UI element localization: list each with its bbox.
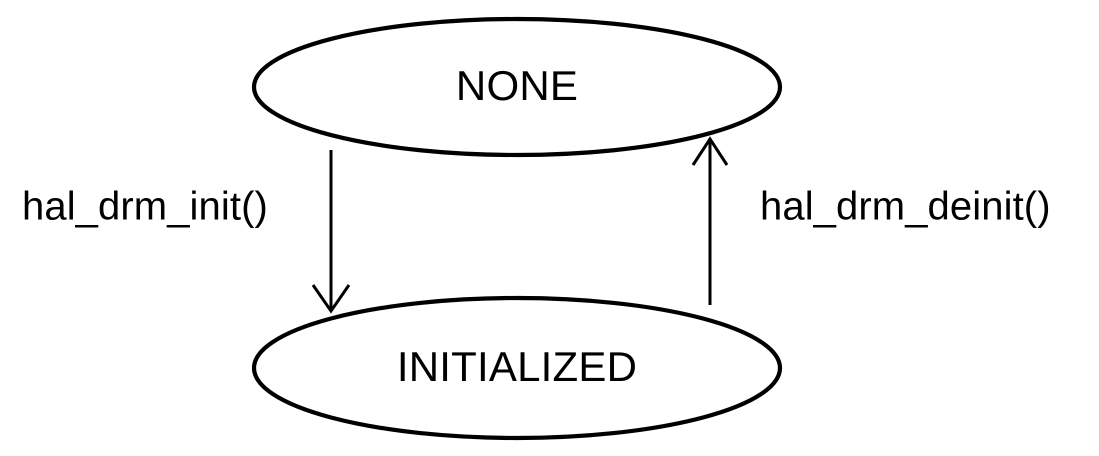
transition-label-init: hal_drm_init() [22,185,268,229]
transition-arrow-deinit[interactable] [691,136,729,305]
state-label-initialized: INITIALIZED [397,343,637,390]
arrowhead-down-icon [311,284,351,314]
state-node-none[interactable]: NONE [251,16,783,158]
transition-label-deinit: hal_drm_deinit() [760,185,1051,229]
state-ellipse-none [251,16,783,158]
state-node-initialized[interactable]: INITIALIZED [251,295,783,441]
arrowhead-up-icon [691,136,729,166]
state-ellipse-initialized [251,295,783,441]
state-label-none: NONE [456,62,578,109]
transition-arrow-init[interactable] [311,150,351,314]
